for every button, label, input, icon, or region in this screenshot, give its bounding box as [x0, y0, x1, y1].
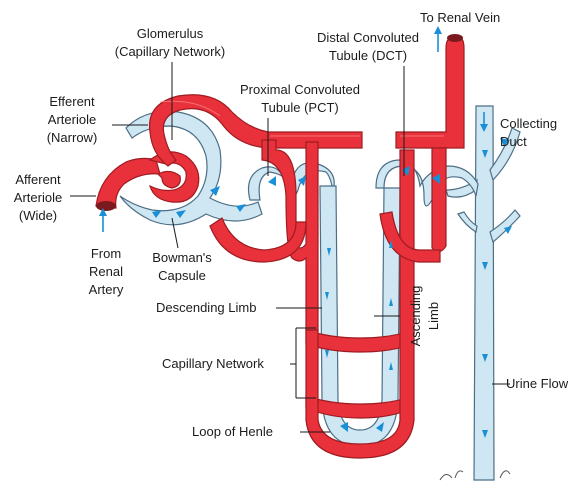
descending-limb-label: Descending Limb: [156, 300, 256, 315]
from-artery-label-line3: Artery: [89, 282, 124, 297]
ascending-limb-label-line2: Limb: [426, 302, 441, 330]
dct-label-line1: Distal Convoluted: [317, 30, 419, 45]
collecting-duct-label-line2: Duct: [500, 134, 527, 149]
efferent-label-line2: Arteriole: [48, 112, 96, 127]
from-artery-label-line1: From: [91, 246, 121, 261]
renal-vein-label: To Renal Vein: [420, 10, 500, 25]
glomerulus-label-line2: (Capillary Network): [115, 44, 226, 59]
capillary-network-label: Capillary Network: [162, 356, 264, 371]
efferent-label-line1: Efferent: [49, 94, 95, 109]
loop-of-henle-label: Loop of Henle: [192, 424, 273, 439]
afferent-label-line2: Arteriole: [14, 190, 62, 205]
collecting-duct-label-line1: Collecting: [500, 116, 557, 131]
from-artery-label-line2: Renal: [89, 264, 123, 279]
glomerulus-label-line1: Glomerulus: [137, 26, 204, 41]
dct-label-line2: Tubule (DCT): [329, 48, 407, 63]
pct-label-line2: Tubule (PCT): [261, 100, 339, 115]
bowman-label-line2: Capsule: [158, 268, 206, 283]
pct-label-line1: Proximal Convoluted: [240, 82, 360, 97]
afferent-label-line1: Afferent: [15, 172, 61, 187]
ascending-limb-label-line1: Ascending: [408, 286, 423, 347]
venous-outflow-arrow: [434, 26, 442, 34]
collecting-duct: [440, 106, 520, 480]
bowman-label-line1: Bowman's: [152, 250, 212, 265]
efferent-label-line3: (Narrow): [47, 130, 98, 145]
afferent-label-line3: (Wide): [19, 208, 57, 223]
urine-flow-label: Urine Flow: [506, 376, 569, 391]
blood-vessels: [96, 34, 464, 458]
